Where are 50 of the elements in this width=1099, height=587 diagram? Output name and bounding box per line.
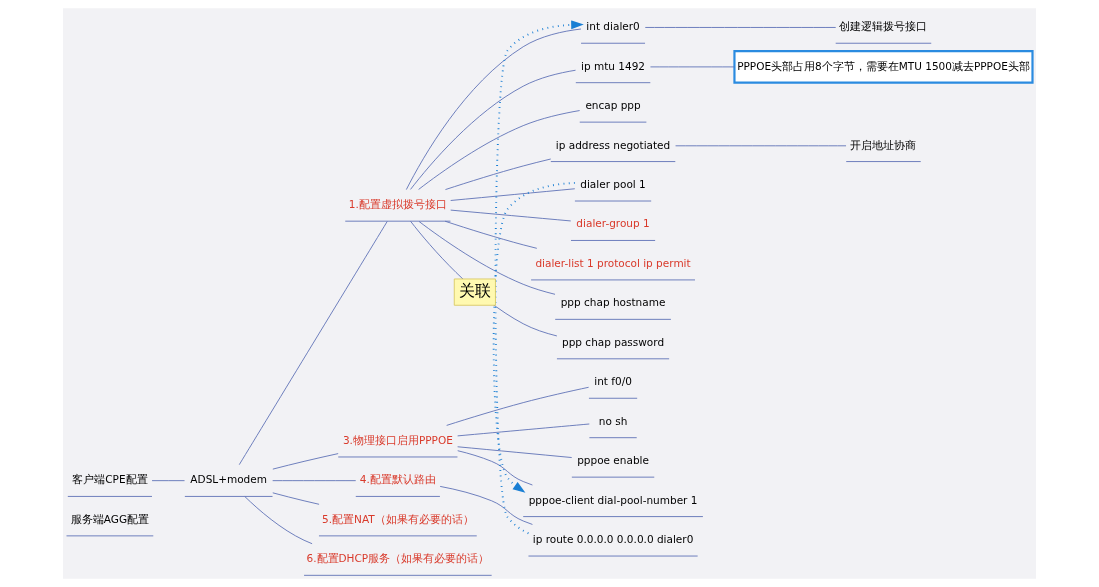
connector [445,158,552,190]
connector [444,220,538,249]
node-text: pppoe-client dial-pool-number 1 [528,493,698,506]
connector [238,221,388,466]
arrow [492,181,576,493]
connector [272,480,357,482]
connector [457,423,590,437]
node-text: dialer-list 1 protocol ip permit [535,256,691,269]
connector [439,485,533,525]
connector [650,66,735,68]
node-text: ppp chap hostname [560,296,666,309]
node-text: pppoe enable [577,454,649,467]
connector [418,110,581,190]
connector [457,446,573,458]
connector [457,450,533,486]
connector [405,28,582,191]
node-text: 4.配置默认路由 [359,473,436,486]
node-text: 5.配置NAT（如果有必要的话） [322,512,474,525]
node-text: ip address negotiated [555,138,671,151]
node-text: 1.配置虚拟拨号接口 [348,198,447,211]
node-text: 创建逻辑拨号接口 [839,20,928,33]
node-text: 开启地址协商 [850,138,917,151]
node-text: int dialer0 [586,20,640,33]
connector [410,69,576,190]
connector [450,188,576,201]
edge-label: 关联 [459,280,492,300]
node-text: 服务端AGG配置 [70,512,150,525]
connector [418,221,556,295]
node-text: ip mtu 1492 [581,59,646,72]
node-text: encap ppp [585,99,641,112]
connector [151,480,185,482]
node-text: int f0/0 [594,375,632,388]
node-text: ppp chap password [562,335,665,348]
arrow [494,20,584,535]
connector [272,492,320,505]
node-text: dialer pool 1 [580,177,646,190]
connector [644,27,837,28]
connector [675,145,847,147]
node-text: dialer-group 1 [576,217,650,230]
node-text: ip route 0.0.0.0 0.0.0.0 dialer0 [532,532,694,545]
connector [450,209,572,222]
node-text: no sh [598,414,628,427]
node-text: ADSL+modem [190,473,267,486]
connector [244,496,313,545]
node-box: PPPOE头部占用8个字节，需要在MTU 1500减去PPPOE头部 [733,50,1034,84]
node-text: 6.配置DHCP服务（如果有必要的话） [306,552,490,565]
connector [446,386,590,426]
node-text: 客户端CPE配置 [72,473,148,486]
connector [272,453,339,470]
node-text: 3.物理接口启用PPPOE [342,433,453,446]
